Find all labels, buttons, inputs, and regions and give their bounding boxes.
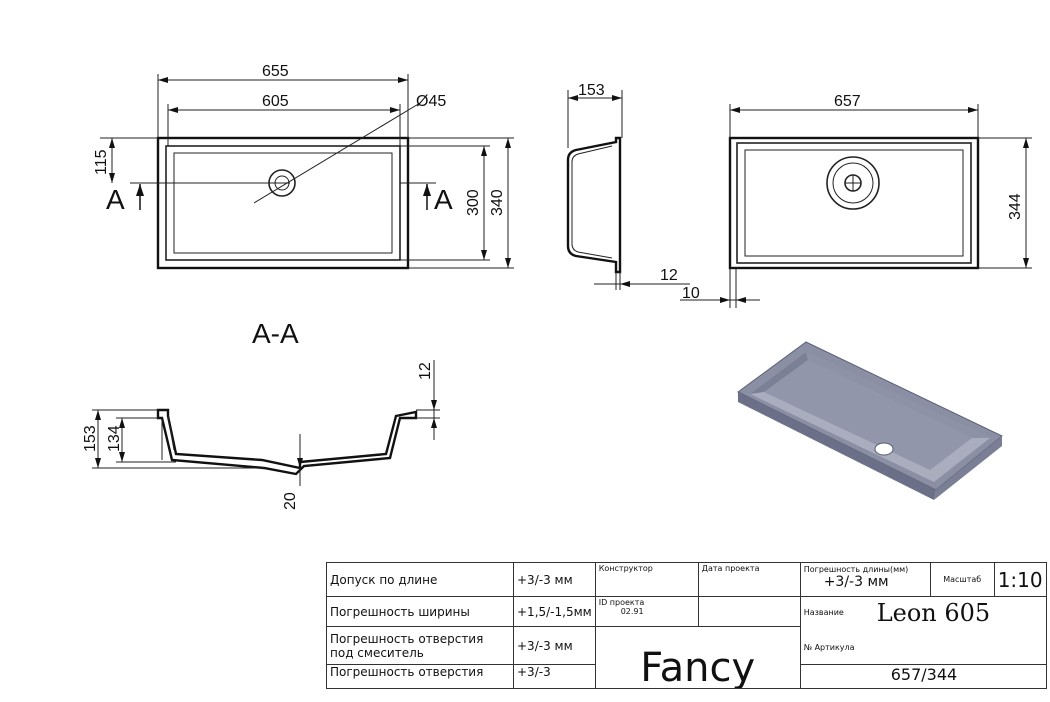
tolerance-width-label: Погрешность ширины	[326, 596, 514, 627]
dim-20: 20	[282, 492, 299, 510]
scale-label: Масштаб	[929, 562, 995, 597]
tolerance-hole-value: +3/-3	[513, 664, 596, 689]
tolerance-length-value: +3/-3 мм	[513, 562, 596, 597]
dim-115: 115	[93, 149, 110, 175]
dim-134: 134	[106, 425, 123, 452]
tolerance-mixer-hole-value: +3/-3 мм	[513, 626, 596, 665]
dim-drain-diameter: Ø45	[416, 93, 446, 110]
tolerance-mixer-hole-label: Погрешность отверстия	[330, 631, 484, 646]
project-id-value: 02.91	[620, 607, 644, 616]
section-mark-right: A	[434, 184, 453, 215]
tolerance-hole-label: Погрешность отверстия	[326, 664, 514, 689]
section-mark-left: A	[106, 184, 125, 215]
project-id-label: ID проекта	[598, 598, 645, 607]
section-title: A-A	[252, 318, 299, 349]
top-view-inner-rim	[165, 145, 401, 261]
date-label: Дата проекта	[697, 562, 801, 597]
dim-657: 657	[834, 93, 861, 110]
top-view-basin	[173, 152, 393, 254]
tolerance-length-label: Допуск по длине	[326, 562, 514, 597]
top-view-outer-rim	[156, 136, 410, 270]
section-view: A-A 12 153 134 20	[82, 318, 440, 510]
designer-label: Конструктор	[594, 562, 699, 597]
dim-12-section: 12	[417, 362, 434, 380]
dim-12-side: 12	[660, 267, 678, 284]
dim-300: 300	[465, 189, 482, 216]
name-label: Название	[803, 608, 844, 617]
top-view: A A 655 605 Ø45 115 300	[93, 63, 514, 270]
dim-10: 10	[682, 285, 700, 302]
tolerance-mixer-hole-label-2: под смеситель	[330, 645, 424, 660]
bottom-view: 657 344	[728, 93, 1032, 270]
length-tolerance-label: Погрешность длины(мм)	[803, 565, 909, 574]
dim-153-side: 153	[578, 82, 605, 99]
dim-655: 655	[262, 63, 289, 80]
article-label: № Артикула	[803, 643, 855, 652]
dim-340: 340	[489, 189, 506, 216]
sink-3d-render	[737, 341, 1003, 500]
length-tolerance-value: +3/-3 мм	[823, 574, 889, 590]
side-view: 153 12 10	[566, 82, 760, 308]
dim-605: 605	[262, 93, 289, 110]
product-name: Leon 605	[876, 599, 991, 627]
dim-344: 344	[1007, 193, 1024, 220]
article-value: 657/344	[799, 664, 1047, 689]
scale-value: 1:10	[993, 562, 1047, 597]
title-block: Допуск по длине +3/-3 мм Конструктор Дат…	[326, 562, 1050, 702]
brand-logo: Fancy	[594, 626, 801, 689]
dim-153-section: 153	[82, 425, 99, 452]
tolerance-width-value: +1,5/-1,5мм	[513, 596, 596, 627]
